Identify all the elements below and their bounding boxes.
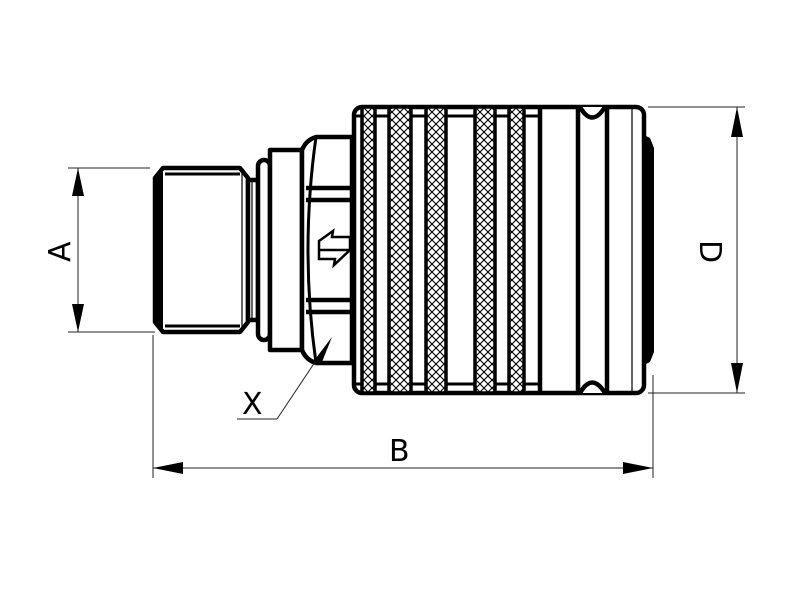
flow-arrow-icon <box>317 228 352 269</box>
rear-seal <box>644 135 654 365</box>
dimension-a-label: A <box>43 241 78 262</box>
knurl-band-4 <box>473 105 497 395</box>
male-thread-end <box>152 165 261 335</box>
callout-x-label: X <box>242 387 263 422</box>
dimension-d: D <box>648 106 745 394</box>
knurl-band-3 <box>424 105 448 395</box>
collar <box>267 147 305 353</box>
callout-x: X <box>237 337 332 422</box>
knurl-band-1 <box>360 105 377 395</box>
knurl-band-5 <box>507 105 526 395</box>
knurl-band-2 <box>387 105 413 395</box>
coupling-sleeve <box>351 104 647 396</box>
dimension-b: B <box>152 335 654 478</box>
dimension-a: A <box>43 167 155 333</box>
dimension-d-label: D <box>692 240 727 263</box>
dimension-b-label: B <box>389 434 410 469</box>
